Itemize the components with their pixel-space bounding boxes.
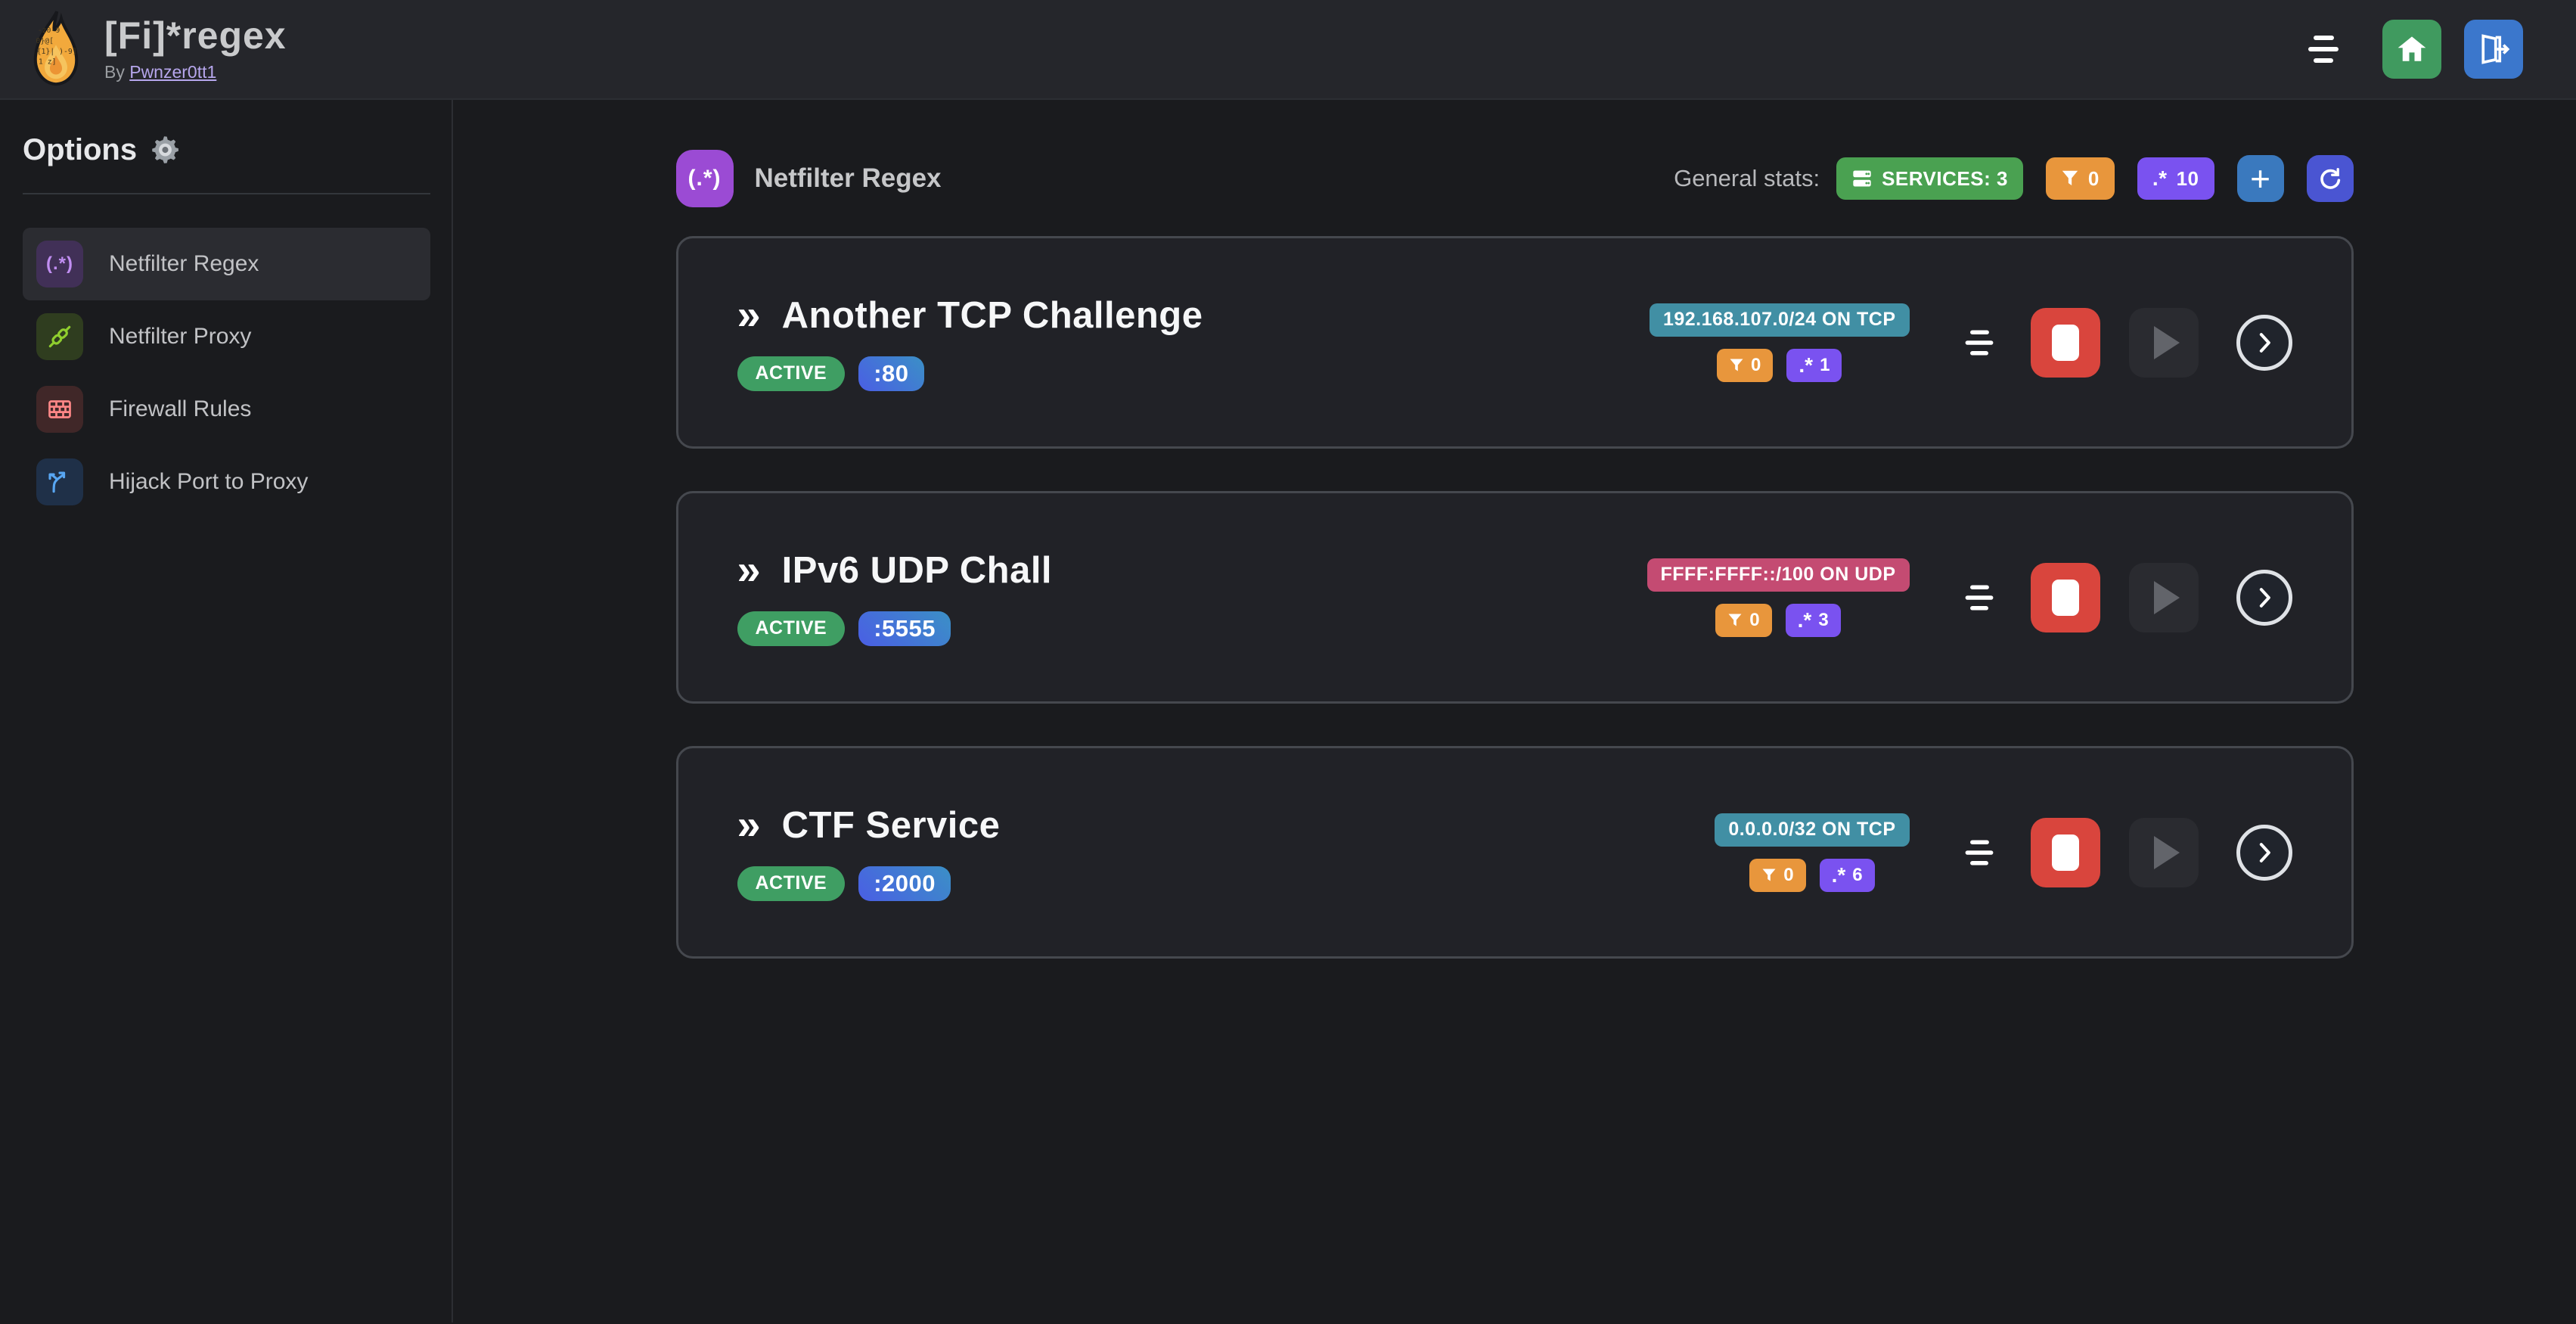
port-badge: :5555 bbox=[858, 611, 951, 646]
top-header: -z0-9 0}@[ {1}| )-9] 1 z] [Fi]*regex By … bbox=[0, 0, 2576, 100]
funnel-icon bbox=[1730, 359, 1743, 371]
regex-icon: .* bbox=[1799, 353, 1814, 377]
split-arrows-icon bbox=[36, 458, 83, 505]
refresh-button[interactable] bbox=[2306, 155, 2354, 202]
service-settings-icon[interactable] bbox=[1958, 578, 2000, 617]
service-card: » CTF Service ACTIVE :2000 0.0.0.0/32 ON… bbox=[675, 746, 2354, 959]
filters-count-badge: 0 bbox=[2045, 157, 2115, 200]
funnel-icon bbox=[1728, 614, 1742, 626]
address-badge: 0.0.0.0/32 ON TCP bbox=[1715, 813, 1910, 847]
service-settings-icon[interactable] bbox=[1958, 833, 2000, 872]
regexes-count-badge: .* 6 bbox=[1819, 858, 1875, 892]
filters-count-badge: 0 bbox=[1717, 348, 1774, 382]
address-badge: FFFF:FFFF::/100 ON UDP bbox=[1646, 558, 1910, 592]
play-button[interactable] bbox=[2128, 562, 2199, 632]
status-badge: ACTIVE bbox=[737, 611, 846, 646]
status-badge: ACTIVE bbox=[737, 356, 846, 391]
services-count-badge: SERVICES: 3 bbox=[1836, 157, 2023, 200]
home-button[interactable] bbox=[2382, 20, 2441, 79]
home-icon bbox=[2398, 36, 2426, 61]
firegex-flame-logo: -z0-9 0}@[ {1}| )-9] 1 z] bbox=[27, 10, 85, 89]
stop-button[interactable] bbox=[2030, 562, 2100, 632]
main-area: (.*) Netfilter Regex General stats: SERV… bbox=[453, 100, 2576, 1322]
service-card: » IPv6 UDP Chall ACTIVE :5555 FFFF:FFFF:… bbox=[675, 491, 2354, 704]
svg-text:-z0-9: -z0-9 bbox=[38, 26, 61, 35]
section-header: (.*) Netfilter Regex General stats: SERV… bbox=[675, 150, 2354, 207]
play-button[interactable] bbox=[2128, 307, 2199, 378]
plug-icon bbox=[36, 313, 83, 360]
regex-icon: .* bbox=[1797, 608, 1812, 632]
svg-text:1 z]: 1 z] bbox=[39, 58, 57, 67]
stop-icon bbox=[2051, 579, 2079, 616]
double-chevron-icon: » bbox=[737, 545, 761, 594]
stop-icon bbox=[2051, 834, 2079, 871]
port-badge: :80 bbox=[858, 356, 924, 391]
play-icon bbox=[2153, 835, 2180, 869]
section-title: Netfilter Regex bbox=[754, 163, 942, 193]
play-button[interactable] bbox=[2128, 817, 2199, 887]
chevron-right-icon bbox=[2259, 332, 2270, 353]
author-link[interactable]: Pwnzer0tt1 bbox=[129, 61, 217, 82]
menu-icon[interactable] bbox=[2301, 28, 2346, 70]
regex-icon: .* bbox=[2152, 166, 2168, 190]
regex-icon: (.*) bbox=[36, 241, 83, 287]
firewall-bricks-icon bbox=[36, 386, 83, 433]
regexes-count-badge: .* 1 bbox=[1786, 348, 1842, 382]
refresh-icon bbox=[2320, 168, 2340, 189]
sidebar-item-firewall-rules[interactable]: Firewall Rules bbox=[23, 373, 430, 446]
play-icon bbox=[2153, 580, 2180, 614]
service-title: IPv6 UDP Chall bbox=[781, 549, 1053, 591]
play-icon bbox=[2153, 325, 2180, 359]
sidebar-item-hijack-port[interactable]: Hijack Port to Proxy bbox=[23, 446, 430, 518]
app-title: [Fi]*regex bbox=[104, 14, 287, 57]
stats-label: General stats: bbox=[1674, 165, 1820, 191]
stop-button[interactable] bbox=[2030, 817, 2100, 887]
general-stats: General stats: SERVICES: 3 bbox=[1674, 155, 2354, 202]
chevron-right-icon bbox=[2259, 587, 2270, 608]
svg-text:0}@[: 0}@[ bbox=[36, 37, 54, 45]
logout-icon bbox=[2481, 34, 2510, 64]
expand-service-button[interactable] bbox=[2236, 569, 2292, 626]
sidebar-nav: (.*) Netfilter Regex Netfilter Proxy bbox=[23, 228, 430, 518]
sidebar-item-netfilter-regex[interactable]: (.*) Netfilter Regex bbox=[23, 228, 430, 300]
service-title: CTF Service bbox=[781, 804, 1001, 846]
add-service-button[interactable]: + bbox=[2236, 155, 2284, 202]
regexes-count-badge: .* 3 bbox=[1785, 603, 1841, 637]
stop-icon bbox=[2051, 324, 2079, 361]
double-chevron-icon: » bbox=[737, 291, 761, 339]
address-badge: 192.168.107.0/24 ON TCP bbox=[1649, 303, 1910, 337]
chevron-right-icon bbox=[2259, 842, 2270, 862]
filters-count-badge: 0 bbox=[1749, 858, 1806, 892]
netfilter-regex-icon: (.*) bbox=[675, 150, 734, 207]
options-heading: Options bbox=[23, 133, 430, 167]
gear-icon bbox=[152, 135, 178, 163]
funnel-icon bbox=[2062, 170, 2078, 185]
double-chevron-icon: » bbox=[737, 800, 761, 849]
server-icon bbox=[1853, 170, 1871, 187]
expand-service-button[interactable] bbox=[2236, 824, 2292, 881]
regexes-count-badge: .* 10 bbox=[2137, 157, 2214, 200]
regex-icon: .* bbox=[1831, 862, 1846, 887]
filters-count-badge: 0 bbox=[1715, 603, 1772, 637]
sidebar-divider bbox=[23, 193, 430, 194]
stop-button[interactable] bbox=[2030, 307, 2100, 378]
byline: By Pwnzer0tt1 bbox=[104, 61, 217, 82]
expand-service-button[interactable] bbox=[2236, 314, 2292, 371]
funnel-icon bbox=[1762, 869, 1776, 881]
service-settings-icon[interactable] bbox=[1958, 323, 2000, 362]
sidebar: Options (.*) Netfilter Regex bbox=[0, 100, 453, 1322]
svg-text:{1}| )-9]: {1}| )-9] bbox=[37, 48, 77, 56]
status-badge: ACTIVE bbox=[737, 866, 846, 901]
service-title: Another TCP Challenge bbox=[781, 294, 1203, 336]
port-badge: :2000 bbox=[858, 866, 951, 901]
sidebar-item-netfilter-proxy[interactable]: Netfilter Proxy bbox=[23, 300, 430, 373]
logout-button[interactable] bbox=[2464, 20, 2523, 79]
service-card: » Another TCP Challenge ACTIVE :80 192.1… bbox=[675, 236, 2354, 449]
